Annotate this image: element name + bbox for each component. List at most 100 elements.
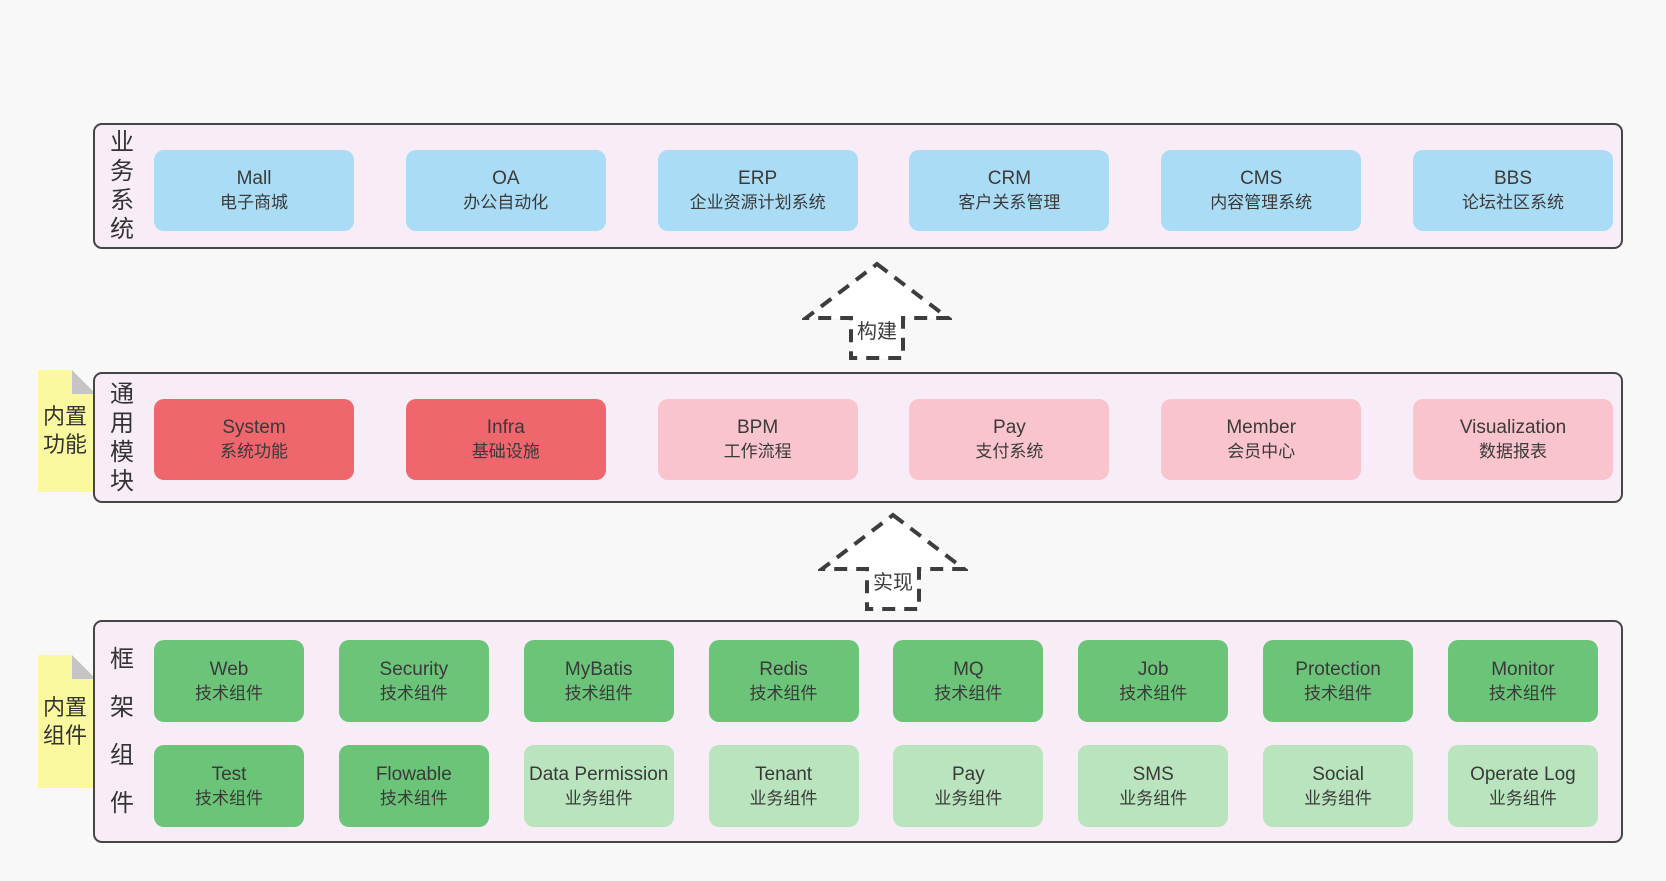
- box-title: Infra: [486, 417, 525, 438]
- box-title: Protection: [1295, 658, 1381, 680]
- box-visualization: Visualization 数据报表: [1412, 399, 1613, 480]
- box-title: CRM: [987, 168, 1032, 189]
- box-subtitle: 数据报表: [1478, 442, 1547, 461]
- box-erp: ERP 企业资源计划系统: [657, 150, 858, 231]
- box-subtitle: 办公自动化: [463, 193, 549, 212]
- box-subtitle: 技术组件: [749, 683, 818, 703]
- box-title: Security: [379, 658, 449, 680]
- arrow-label: 实现: [873, 572, 913, 594]
- box-cms: CMS 内容管理系统: [1161, 150, 1362, 231]
- box-title: Data Permission: [528, 763, 669, 785]
- box-subtitle: 内容管理系统: [1210, 193, 1313, 212]
- box-title: BBS: [1493, 168, 1532, 189]
- arrow-label: 构建: [857, 321, 897, 343]
- box-subtitle: 技术组件: [934, 683, 1003, 703]
- box-infra: Infra 基础设施: [405, 399, 606, 480]
- box-operate-log: Operate Log 业务组件: [1447, 745, 1598, 827]
- arrow-build: 构建: [802, 261, 952, 361]
- box-subtitle: 系统功能: [220, 442, 288, 461]
- box-subtitle: 技术组件: [1119, 683, 1188, 703]
- box-mall: Mall 电子商城: [154, 150, 354, 231]
- box-title: Pay: [993, 417, 1026, 438]
- box-tenant: Tenant 业务组件: [708, 745, 859, 827]
- box-subtitle: 技术组件: [379, 683, 448, 703]
- band-side-label: 业务系统: [110, 129, 134, 243]
- sticky-tab-built-in-features: 内置功能: [38, 370, 96, 492]
- box-subtitle: 技术组件: [1304, 683, 1373, 703]
- box-subtitle: 业务组件: [1119, 788, 1188, 808]
- box-social: Social 业务组件: [1263, 745, 1414, 827]
- box-flowable: Flowable 技术组件: [338, 745, 489, 827]
- box-subtitle: 会员中心: [1227, 442, 1296, 461]
- box-oa: OA 办公自动化: [405, 150, 606, 231]
- box-web: Web 技术组件: [154, 640, 304, 722]
- box-redis: Redis 技术组件: [708, 640, 859, 722]
- box-security: Security 技术组件: [338, 640, 489, 722]
- tab-label: 内置功能: [42, 404, 87, 457]
- box-subtitle: 业务组件: [564, 788, 633, 808]
- band-side-label: 通用模块: [110, 380, 134, 495]
- tab-label: 内置组件: [42, 694, 87, 748]
- box-title: Member: [1226, 417, 1297, 438]
- box-title: Monitor: [1491, 658, 1555, 680]
- box-subtitle: 技术组件: [564, 683, 633, 703]
- box-mybatis: MyBatis 技术组件: [523, 640, 674, 722]
- box-job: Job 技术组件: [1078, 640, 1229, 722]
- box-subtitle: 支付系统: [975, 442, 1044, 461]
- box-bpm: BPM 工作流程: [657, 399, 858, 480]
- dashed-up-arrow-icon: [802, 261, 952, 360]
- box-subtitle: 电子商城: [220, 193, 288, 212]
- box-subtitle: 技术组件: [195, 683, 263, 703]
- band-framework-components: 框架组件 Web 技术组件 Security 技术组件 MyBatis 技术组件…: [93, 620, 1623, 843]
- box-subtitle: 业务组件: [1304, 788, 1373, 808]
- box-title: Test: [211, 763, 247, 785]
- box-pay-module: Pay 支付系统: [909, 399, 1110, 480]
- arrow-implement: 实现: [818, 512, 968, 612]
- sticky-tab-built-in-components: 内置组件: [38, 655, 96, 788]
- box-data-permission: Data Permission 业务组件: [523, 745, 674, 827]
- box-system: System 系统功能: [154, 399, 354, 480]
- box-sms: SMS 业务组件: [1078, 745, 1229, 827]
- box-title: Social: [1312, 763, 1364, 785]
- box-title: Operate Log: [1470, 763, 1576, 785]
- box-subtitle: 业务组件: [1488, 788, 1557, 808]
- box-title: MyBatis: [564, 658, 633, 680]
- box-mq: MQ 技术组件: [893, 640, 1044, 722]
- box-title: Job: [1137, 658, 1169, 680]
- box-title: Visualization: [1459, 417, 1567, 438]
- box-title: SMS: [1132, 763, 1174, 785]
- box-subtitle: 论坛社区系统: [1461, 193, 1564, 212]
- box-monitor: Monitor 技术组件: [1447, 640, 1598, 722]
- box-subtitle: 基础设施: [471, 442, 540, 461]
- box-title: Pay: [952, 763, 985, 785]
- box-subtitle: 业务组件: [934, 788, 1003, 808]
- box-subtitle: 企业资源计划系统: [689, 193, 826, 212]
- dashed-up-arrow-icon: [818, 512, 968, 611]
- box-title: ERP: [738, 168, 778, 189]
- box-protection: Protection 技术组件: [1263, 640, 1414, 722]
- box-subtitle: 工作流程: [723, 442, 792, 461]
- box-member: Member 会员中心: [1161, 399, 1362, 480]
- box-bbs: BBS 论坛社区系统: [1412, 150, 1613, 231]
- band-common-modules: 通用模块 System 系统功能 Infra 基础设施 BPM 工作流程 Pay…: [93, 372, 1623, 503]
- box-subtitle: 业务组件: [749, 788, 818, 808]
- box-title: Web: [209, 658, 249, 680]
- box-subtitle: 技术组件: [379, 788, 448, 808]
- box-title: BPM: [737, 417, 779, 438]
- box-title: Tenant: [755, 763, 813, 785]
- band-side-label: 框架组件: [110, 645, 134, 817]
- box-crm: CRM 客户关系管理: [909, 150, 1110, 231]
- box-title: Mall: [236, 168, 272, 189]
- box-title: System: [222, 417, 286, 438]
- box-title: MQ: [953, 658, 984, 680]
- box-pay-component: Pay 业务组件: [893, 745, 1044, 827]
- box-title: Redis: [759, 658, 808, 680]
- box-subtitle: 技术组件: [195, 788, 263, 808]
- band-business-systems: 业务系统 Mall 电子商城 OA 办公自动化 ERP 企业资源计划系统 CRM…: [93, 123, 1623, 249]
- box-subtitle: 技术组件: [1488, 683, 1557, 703]
- box-title: CMS: [1240, 168, 1283, 189]
- box-subtitle: 客户关系管理: [958, 193, 1061, 212]
- box-title: Flowable: [375, 763, 452, 785]
- box-test: Test 技术组件: [154, 745, 304, 827]
